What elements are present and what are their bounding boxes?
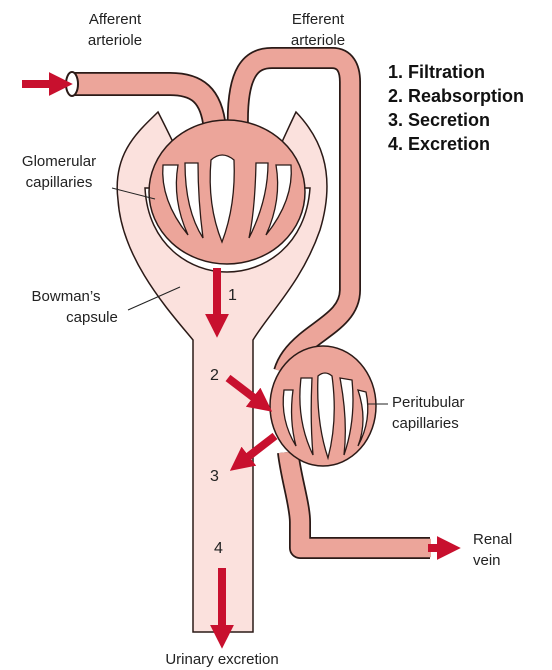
efferent-label-line2: arteriole xyxy=(291,32,345,49)
afferent-inlet-ring xyxy=(66,72,78,96)
legend-item-filtration: 1. Filtration xyxy=(388,62,485,82)
bowmans-label-line1: Bowman’s xyxy=(32,288,101,305)
glomerular-label-line1: Glomerular xyxy=(22,153,96,170)
renal-vein-label-line1: Renal xyxy=(473,531,512,548)
step-4-number: 4 xyxy=(214,540,223,557)
legend-item-secretion: 3. Secretion xyxy=(388,110,490,130)
peritubular-label-line2: capillaries xyxy=(392,415,459,432)
peritubular-label-line1: Peritubular xyxy=(392,394,465,411)
step-1-number: 1 xyxy=(228,287,237,304)
step-3-number: 3 xyxy=(210,468,219,485)
glomerular-label-line2: capillaries xyxy=(26,174,93,191)
bowmans-label-line2: capsule xyxy=(66,309,118,326)
legend-item-reabsorption: 2. Reabsorption xyxy=(388,86,524,106)
process-legend: 1. Filtration 2. Reabsorption 3. Secreti… xyxy=(388,62,524,154)
step-2-number: 2 xyxy=(210,367,219,384)
afferent-vessel-fill xyxy=(75,84,215,130)
efferent-label-line1: Efferent xyxy=(292,11,345,28)
afferent-label-line2: arteriole xyxy=(88,32,142,49)
renal-vein-label-line2: vein xyxy=(473,552,501,569)
legend-item-excretion: 4. Excretion xyxy=(388,134,490,154)
afferent-label-line1: Afferent xyxy=(89,11,142,28)
urinary-excretion-label: Urinary excretion xyxy=(165,651,278,668)
